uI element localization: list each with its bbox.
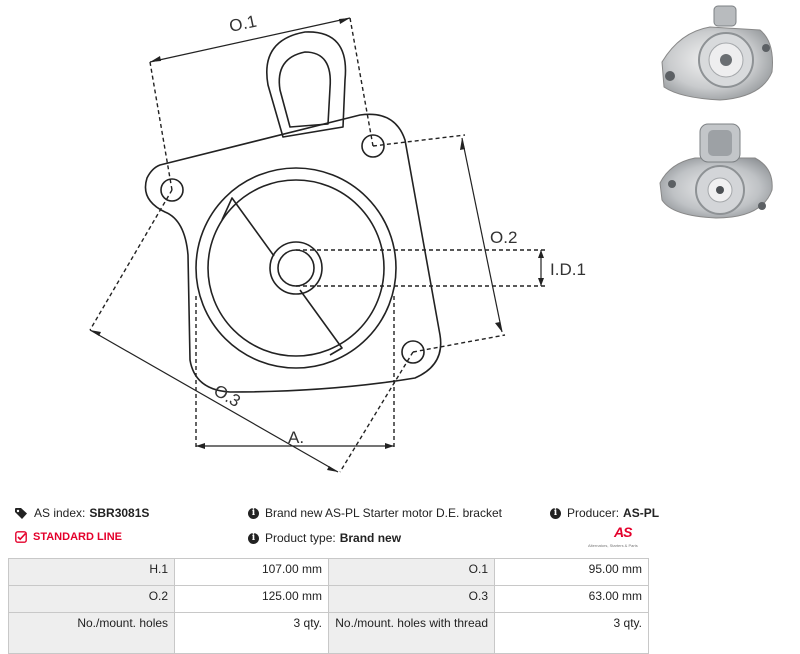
spec-value: 95.00 mm — [494, 558, 649, 586]
product-description: i Brand new AS-PL Starter motor D.E. bra… — [248, 506, 502, 520]
dim-label-o1: O.1 — [228, 12, 259, 36]
product-line-badge: STANDARD LINE — [15, 531, 122, 543]
product-photo-rear — [659, 123, 773, 219]
spec-value: 3 qty. — [494, 612, 649, 654]
pinion-window — [221, 197, 343, 356]
bracket-lug-inner — [278, 51, 332, 128]
product-type-value: Brand new — [339, 531, 402, 545]
bore-inner — [207, 179, 385, 357]
shaft-bore-inner — [277, 249, 315, 287]
bracket-flange-outline — [144, 113, 442, 393]
description-text: Brand new AS-PL Starter motor D.E. brack… — [265, 506, 502, 520]
dim-label-id1: I.D.1 — [550, 260, 586, 279]
spec-label: No./mount. holes — [7, 612, 176, 654]
producer-logo: AS Alternators, Starters & Parts — [588, 524, 650, 552]
info-icon: i — [248, 532, 259, 544]
spec-label: O.1 — [327, 558, 496, 586]
technical-drawing: O.1 O.2 I.D.1 O.3 A. — [89, 12, 586, 473]
table-row: H.1 107.00 mm O.1 95.00 mm — [7, 558, 649, 586]
spec-value: 107.00 mm — [174, 558, 329, 586]
logo-mark: AS — [614, 524, 632, 540]
spec-value: 63.00 mm — [494, 585, 649, 613]
dim-line-o2 — [461, 137, 503, 333]
spec-table: H.1 107.00 mm O.1 95.00 mm O.2 125.00 mm… — [7, 558, 649, 654]
table-row: O.2 125.00 mm O.3 63.00 mm — [7, 585, 649, 613]
bore-outer — [195, 167, 397, 369]
product-type-label: Product type: — [265, 531, 336, 545]
dim-label-o2: O.2 — [490, 228, 517, 247]
info-icon: i — [550, 507, 561, 519]
spec-label: O.2 — [7, 585, 176, 613]
info-icon: i — [248, 507, 259, 519]
spec-label: No./mount. holes with thread — [327, 612, 496, 654]
tag-icon — [15, 507, 27, 519]
as-index-value: SBR3081S — [89, 506, 150, 520]
logo-subtitle: Alternators, Starters & Parts — [588, 543, 638, 548]
spec-value: 3 qty. — [174, 612, 329, 654]
mount-hole-top-right — [361, 134, 385, 158]
shaft-bore-outer — [269, 241, 323, 295]
dim-label-a: A. — [288, 428, 304, 447]
checkbox-icon — [15, 531, 27, 543]
product-photo-thumbnail[interactable] — [650, 2, 780, 107]
dim-line-o3 — [89, 329, 339, 473]
spec-label: H.1 — [7, 558, 176, 586]
standard-line-label: STANDARD LINE — [33, 531, 123, 543]
producer-value: AS-PL — [623, 506, 660, 520]
producer: i Producer: AS-PL — [550, 506, 659, 520]
as-index: AS index: SBR3081S — [15, 506, 149, 520]
as-index-label: AS index: — [34, 506, 86, 520]
mount-hole-left — [160, 178, 184, 202]
product-photo-thumbnail[interactable] — [650, 118, 780, 223]
producer-label: Producer: — [567, 506, 620, 520]
dim-line-o1 — [149, 17, 351, 63]
product-type: i Product type: Brand new — [248, 531, 401, 545]
spec-value: 125.00 mm — [174, 585, 329, 613]
dim-label-o3: O.3 — [211, 381, 244, 411]
bracket-lug-outer — [266, 31, 347, 138]
spec-label: O.3 — [327, 585, 496, 613]
product-photo-front — [661, 5, 773, 101]
table-row: No./mount. holes 3 qty. No./mount. holes… — [7, 612, 649, 654]
mount-hole-bottom-right — [401, 340, 425, 364]
